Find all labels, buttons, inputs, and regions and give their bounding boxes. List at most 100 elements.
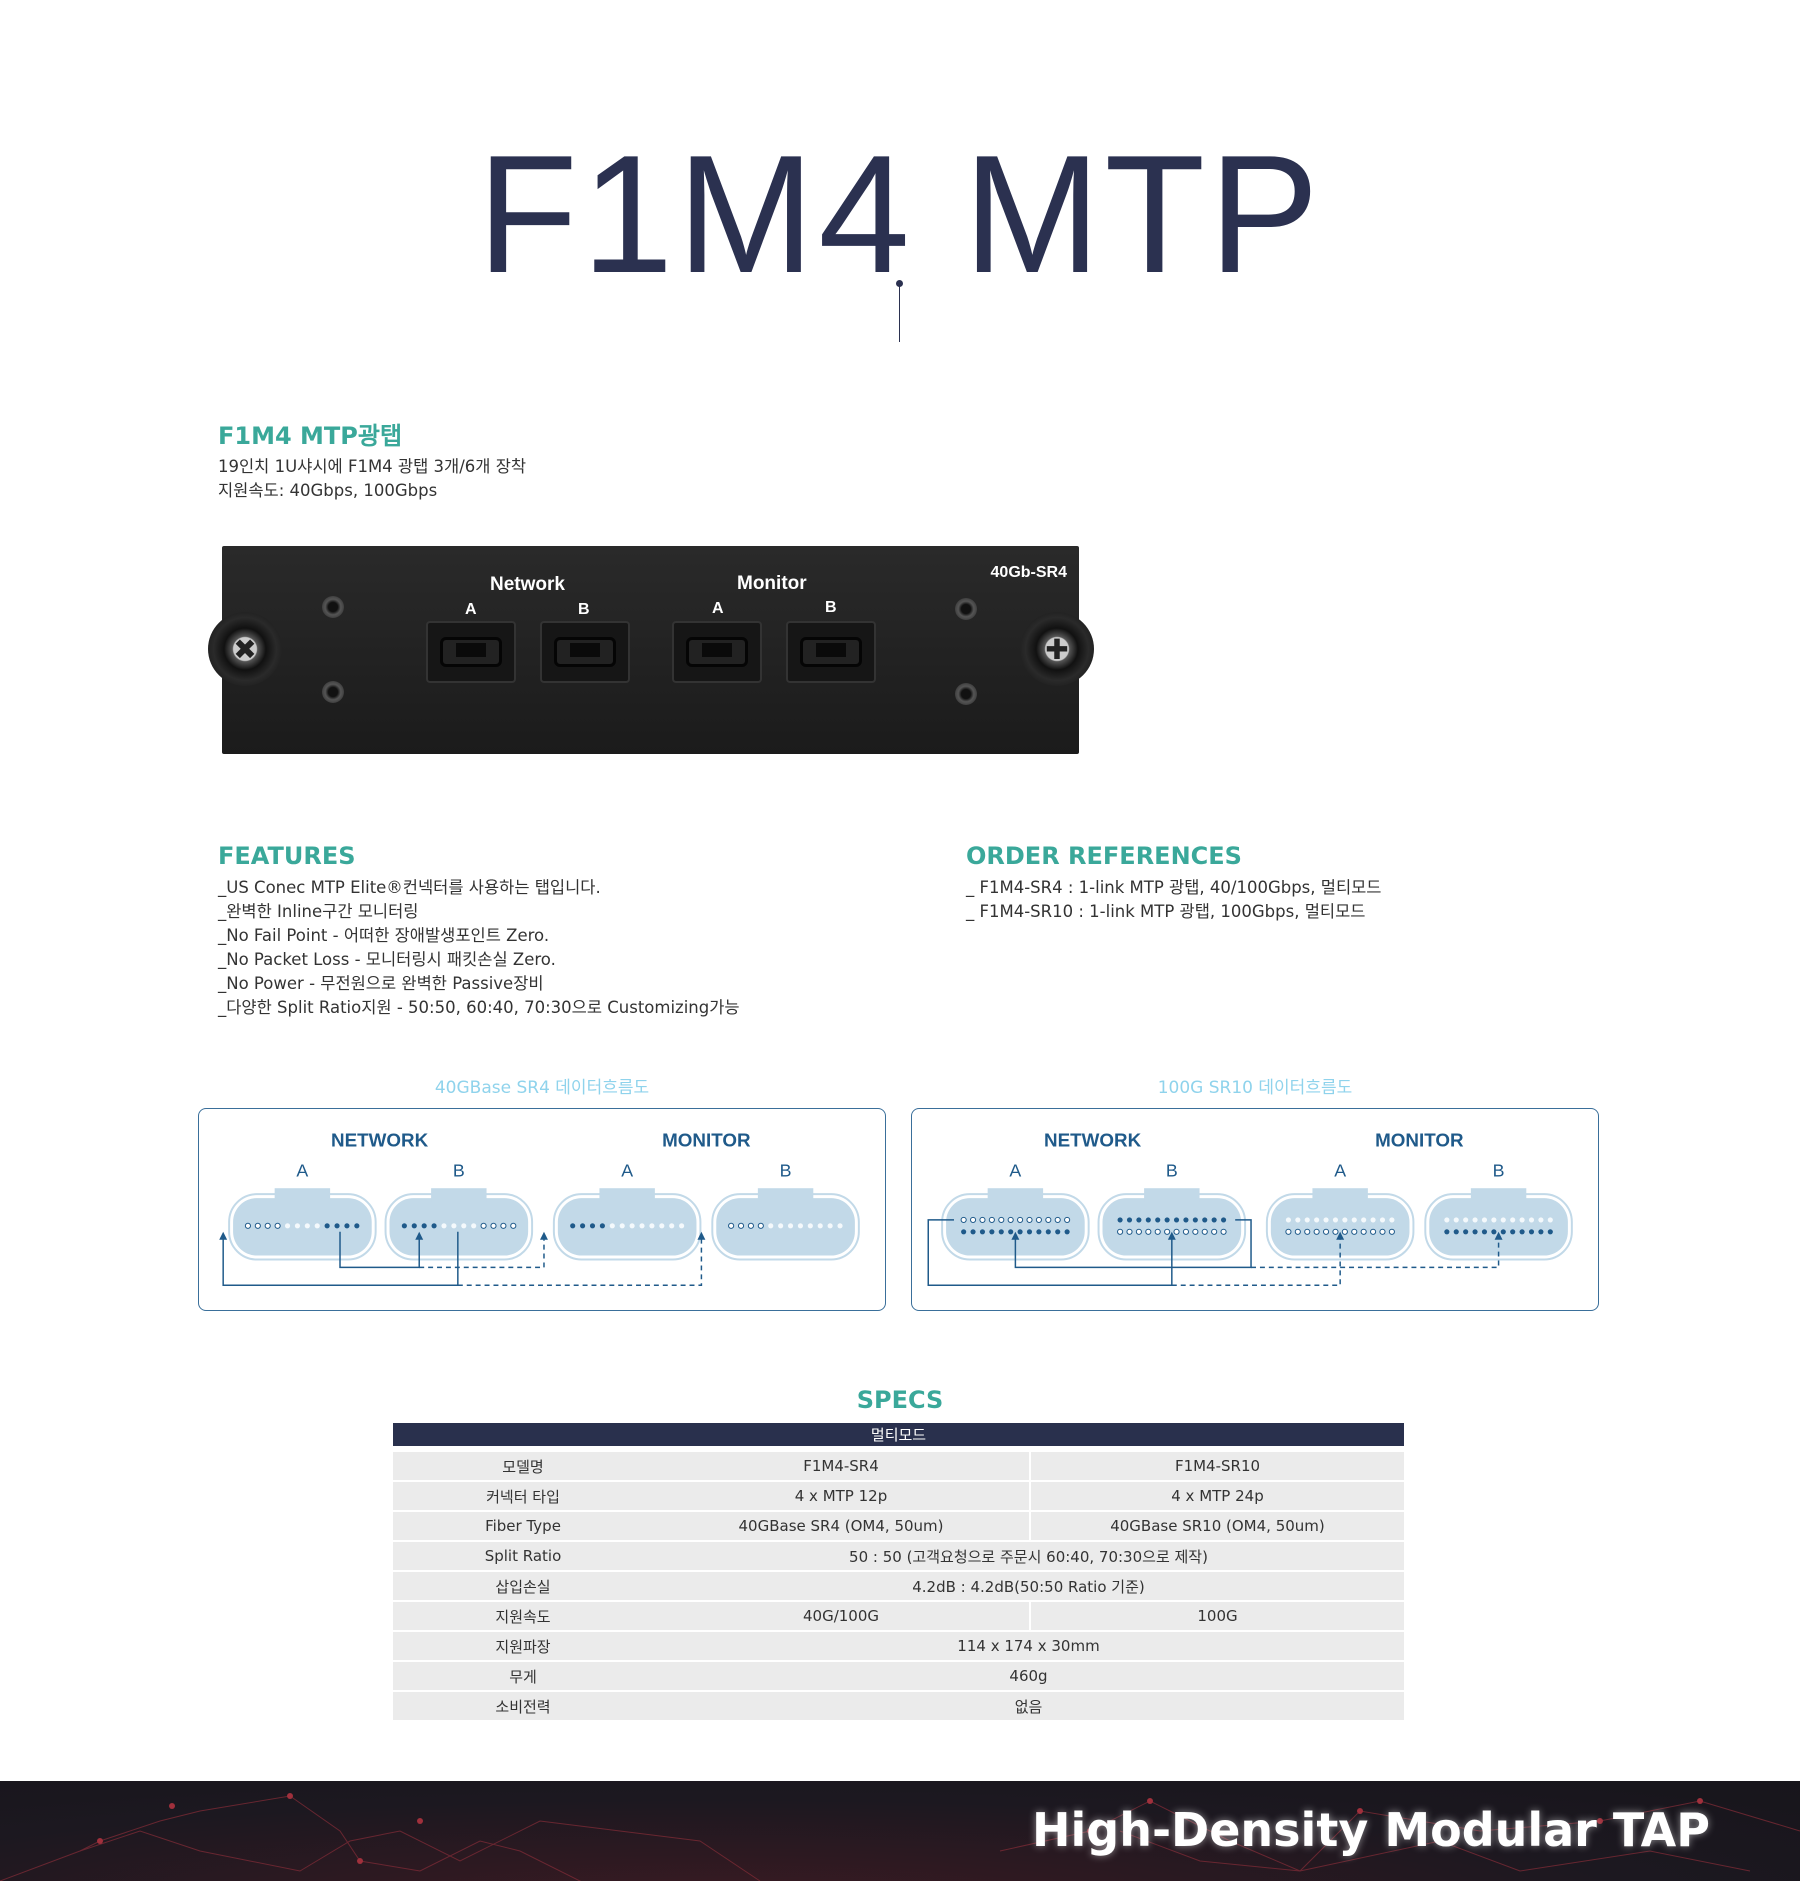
fiber-dot <box>737 1222 745 1229</box>
screw-icon <box>955 683 977 705</box>
arrow-icon <box>415 1231 424 1240</box>
arrow-icon <box>219 1231 228 1240</box>
diagram-port-label: A <box>621 1160 633 1180</box>
fiber-dot <box>1173 1217 1180 1223</box>
fiber-dot <box>244 1222 251 1229</box>
arrow-icon <box>1167 1231 1176 1240</box>
fiber-dot <box>1332 1228 1339 1235</box>
mtp-port-network-b <box>540 621 630 683</box>
specs-mode-header: 멀티모드 <box>393 1423 1404 1452</box>
thumbscrew-right-icon: ✚ <box>1020 612 1094 686</box>
feature-item: _No Power - 무전원으로 완벽한 Passive장비 <box>218 974 544 993</box>
fiber-dot <box>1528 1217 1535 1223</box>
fiber-dot <box>659 1223 665 1229</box>
title-pin-dot <box>896 280 903 287</box>
connector-key <box>274 1188 331 1203</box>
diagram-port-label: A <box>296 1160 308 1180</box>
fiber-dot <box>480 1222 487 1229</box>
fiber-dot <box>1332 1217 1339 1223</box>
fiber-dot <box>1538 1217 1544 1223</box>
fiber-dot <box>1211 1217 1217 1223</box>
fiber-dot <box>1064 1229 1070 1235</box>
fiber-dot <box>989 1229 995 1235</box>
diagram-port-label: B <box>1166 1160 1178 1180</box>
arrow-icon <box>1494 1231 1503 1240</box>
fiber-dot <box>1313 1228 1320 1235</box>
diagram-monitor-label: MONITOR <box>1375 1130 1464 1151</box>
spec-label: 소비전력 <box>393 1692 653 1722</box>
fiber-dot <box>1351 1228 1358 1235</box>
intro-line: 지원속도: 40Gbps, 100Gbps <box>218 481 438 500</box>
fiber-dot <box>1472 1229 1478 1235</box>
footer-tagline: High-Density Modular TAP <box>1032 1803 1710 1857</box>
product-image-f1m4: ✖ ✚ Network Monitor 40Gb-SR4 A B A B <box>208 546 1094 754</box>
fiber-dot <box>988 1216 995 1223</box>
port-label: B <box>578 601 590 618</box>
mtp-port-network-a <box>426 621 516 683</box>
fiber-dot <box>500 1222 507 1229</box>
fiber-dot <box>599 1223 605 1229</box>
fiber-dot <box>1547 1217 1553 1223</box>
fiber-dot <box>1054 1216 1061 1223</box>
fiber-dot <box>960 1216 967 1223</box>
fiber-dot <box>970 1229 976 1235</box>
fiber-dot <box>817 1223 823 1229</box>
fiber-dot <box>1035 1216 1042 1223</box>
connector-key <box>987 1188 1044 1203</box>
feature-item: _US Conec MTP Elite®컨넥터를 사용하는 탭입니다. <box>218 878 601 897</box>
screw-icon <box>322 596 344 618</box>
diagram-title-sr10: 100G SR10 데이터흐름도 <box>1157 1078 1353 1098</box>
fiber-dot <box>490 1222 497 1229</box>
fiber-dot <box>1164 1228 1171 1235</box>
diagram-port-label: B <box>780 1160 792 1180</box>
fiber-dot <box>314 1223 320 1229</box>
fiber-dot <box>1007 1216 1014 1223</box>
fiber-dot <box>629 1223 635 1229</box>
port-label: B <box>825 599 837 616</box>
fiber-dot <box>1304 1228 1311 1235</box>
screw-icon <box>322 681 344 703</box>
flow-line <box>339 1231 420 1269</box>
spec-value: 114 x 174 x 30mm <box>653 1632 1404 1662</box>
fiber-dot <box>1463 1217 1469 1223</box>
fiber-dot <box>1360 1228 1367 1235</box>
fiber-dot <box>1444 1217 1450 1223</box>
fiber-dot <box>1045 1216 1052 1223</box>
fiber-dot <box>1155 1217 1161 1223</box>
diagram-port-label: A <box>1009 1160 1021 1180</box>
fiber-dot <box>1361 1217 1367 1223</box>
device-model-label: 40Gb-SR4 <box>990 564 1067 581</box>
fiber-dot <box>1500 1229 1506 1235</box>
fiber-dot <box>1117 1217 1123 1223</box>
fiber-dot <box>1453 1217 1459 1223</box>
diagram-port-label: B <box>453 1160 465 1180</box>
order-references-heading: ORDER REFERENCES <box>966 842 1242 870</box>
fiber-dot <box>1491 1229 1497 1235</box>
fiber-dot <box>304 1223 310 1229</box>
fiber-dot <box>619 1223 625 1229</box>
flow-line <box>927 1219 1173 1286</box>
spec-value: 460g <box>653 1662 1404 1692</box>
fiber-dot <box>1453 1229 1459 1235</box>
fiber-dot <box>1481 1229 1488 1235</box>
fiber-dot <box>1322 1228 1330 1235</box>
spec-label: 지원파장 <box>393 1632 653 1662</box>
spec-label: Fiber Type <box>393 1512 653 1542</box>
fiber-dot <box>1045 1229 1051 1235</box>
fiber-dot <box>1154 1228 1161 1235</box>
fiber-dot <box>1351 1217 1357 1223</box>
fiber-dot <box>787 1223 794 1229</box>
connector-body <box>557 1198 697 1256</box>
intro-line: 19인치 1U샤시에 F1M4 광탭 3개/6개 장착 <box>218 457 527 476</box>
fiber-dot <box>669 1223 675 1229</box>
fiber-dot <box>284 1223 291 1229</box>
connector-key <box>1470 1188 1527 1203</box>
fiber-dot <box>1126 1217 1133 1223</box>
spec-value: 4 x MTP 24p <box>1029 1482 1404 1512</box>
fiber-dot <box>354 1223 360 1229</box>
